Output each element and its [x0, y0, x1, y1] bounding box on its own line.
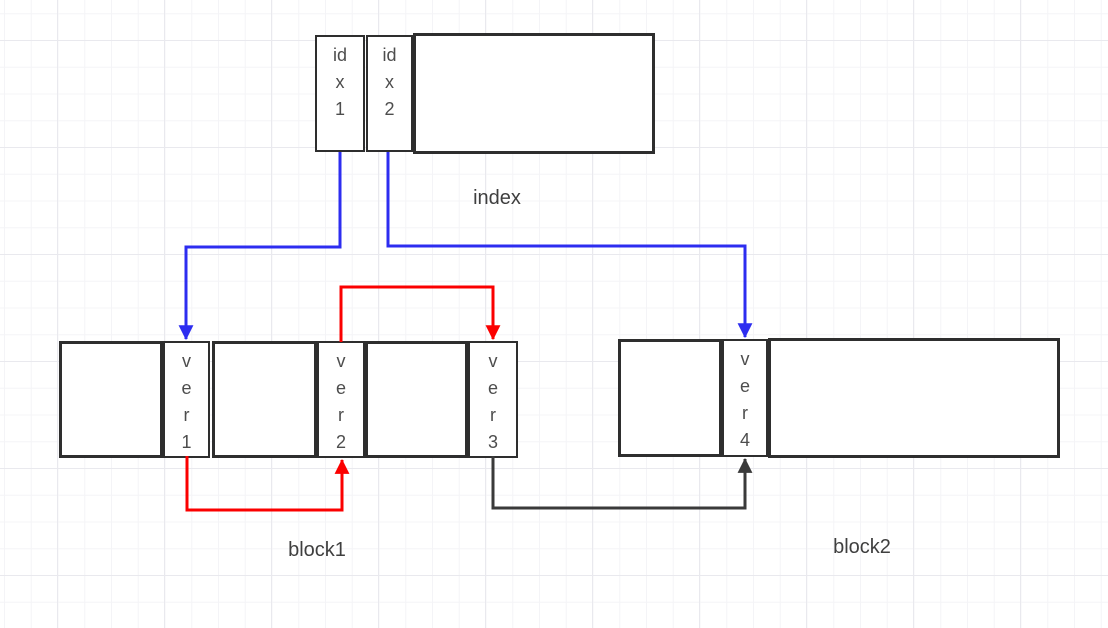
block1-empty-slot-2	[212, 341, 317, 458]
index-cell-idx2-label: idx2	[382, 45, 397, 119]
version-arrow-ver3-to-ver4	[491, 456, 753, 510]
block1-cell-ver2-label: ver2	[335, 351, 346, 452]
block2-empty-slot-1	[618, 339, 722, 457]
index-cell-idx1-label: idx1	[333, 45, 348, 119]
block2-empty-slot-2	[768, 338, 1060, 458]
pointer-arrow-idx2-to-ver4	[386, 152, 753, 339]
block2-cell-ver4: ver4	[722, 339, 768, 457]
block1-cell-ver3: ver3	[468, 341, 518, 458]
block2-cell-ver4-label: ver4	[739, 349, 750, 450]
block1-cell-ver1: ver1	[163, 341, 210, 458]
block1-cell-ver1-label: ver1	[181, 351, 192, 452]
index-empty-slot	[413, 33, 655, 154]
index-cell-idx1: idx1	[315, 35, 365, 152]
index-label: index	[473, 187, 521, 209]
block2-label: block2	[833, 536, 891, 558]
block1-empty-slot-3	[365, 341, 468, 458]
index-cell-idx2: idx2	[366, 35, 413, 152]
block1-empty-slot-1	[59, 341, 163, 458]
block1-cell-ver2: ver2	[317, 341, 365, 458]
block1-label: block1	[288, 539, 346, 561]
version-arrow-ver2-to-ver3	[339, 285, 501, 342]
block1-cell-ver3-label: ver3	[487, 351, 498, 452]
version-arrow-ver1-to-ver2	[185, 456, 350, 512]
pointer-arrow-idx1-to-ver1	[178, 152, 342, 341]
